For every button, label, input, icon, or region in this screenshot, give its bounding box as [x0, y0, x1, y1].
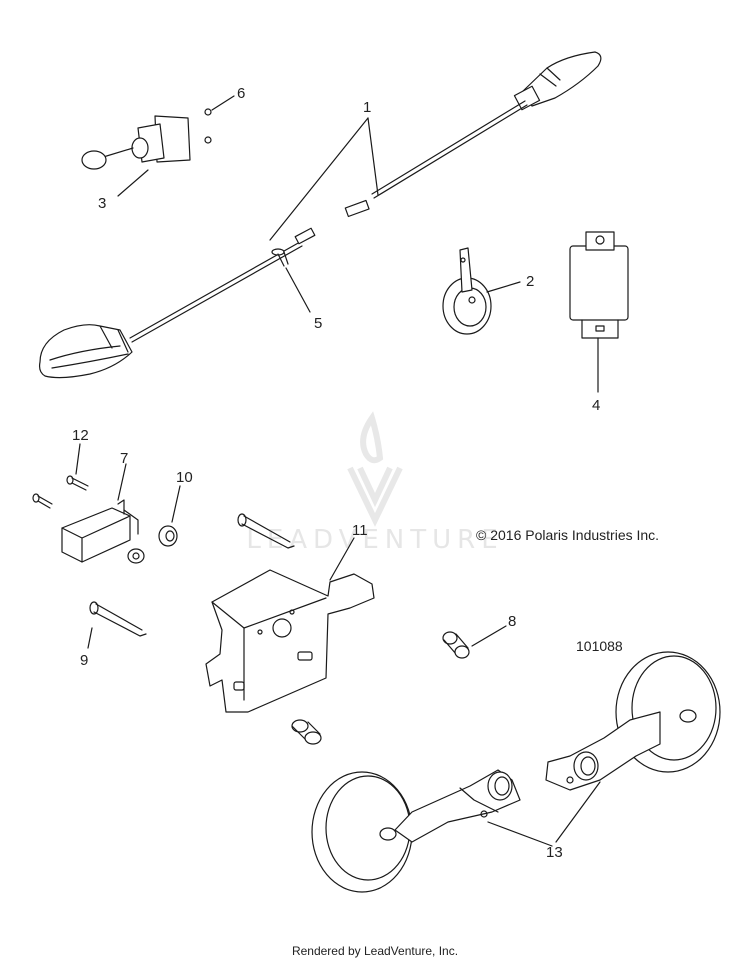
- spacer: [291, 719, 322, 745]
- toggle-switch: [81, 115, 191, 170]
- leader-5: [285, 267, 311, 313]
- leader-6: [211, 95, 235, 111]
- callout-9: 9: [80, 652, 88, 669]
- leader-12: [75, 443, 81, 475]
- callout-5: 5: [314, 315, 322, 332]
- mirror-right: [545, 651, 721, 791]
- screw-12: [66, 475, 89, 491]
- callout-1: 1: [363, 99, 371, 116]
- long-bolt-9: [89, 601, 147, 637]
- turn-signal-right: [344, 51, 602, 218]
- bolt-small: [271, 248, 289, 267]
- leadventure-watermark-logo: [347, 411, 403, 527]
- callout-12: 12: [72, 427, 89, 444]
- callout-labels: 1 2 3 4 5 6 7 8 9 10 11 12 13: [72, 85, 600, 861]
- turn-signal-left: [38, 227, 316, 379]
- leader-11: [329, 537, 355, 581]
- switch-bracket: [61, 499, 139, 563]
- leader-2: [486, 281, 521, 293]
- leader-9: [87, 627, 93, 649]
- callout-10: 10: [176, 469, 193, 486]
- watermark-text: LEADVENTURE: [246, 525, 503, 555]
- relay-module: [569, 231, 629, 339]
- screw-7: [32, 493, 53, 509]
- callout-3: 3: [98, 195, 106, 212]
- screw-small-pair: [204, 108, 212, 144]
- callout-8: 8: [508, 613, 516, 630]
- callout-4: 4: [592, 397, 600, 414]
- bushing-10: [158, 525, 178, 547]
- leader-10: [171, 485, 181, 523]
- leader-8: [471, 625, 507, 647]
- leader-1b: [367, 117, 379, 196]
- long-bolt-11: [237, 513, 295, 549]
- leader-3: [117, 169, 149, 197]
- horn: [442, 247, 492, 335]
- callout-13: 13: [546, 844, 563, 861]
- callout-11: 11: [352, 522, 368, 539]
- footer-text: Rendered by LeadVenture, Inc.: [291, 944, 459, 958]
- washer-small: [127, 548, 145, 564]
- callout-6: 6: [237, 85, 245, 102]
- callout-7: 7: [120, 450, 128, 467]
- leader-1a: [269, 117, 369, 241]
- leader-13b: [555, 781, 601, 843]
- leader-13a: [487, 821, 553, 847]
- copyright-text: © 2016 Polaris Industries Inc.: [476, 527, 659, 543]
- diagram-id: 101088: [576, 638, 623, 654]
- callout-2: 2: [526, 273, 534, 290]
- leader-7: [117, 463, 127, 501]
- mounting-bracket: [205, 569, 375, 713]
- spacer-8: [442, 631, 470, 659]
- mirror-left: [311, 769, 521, 893]
